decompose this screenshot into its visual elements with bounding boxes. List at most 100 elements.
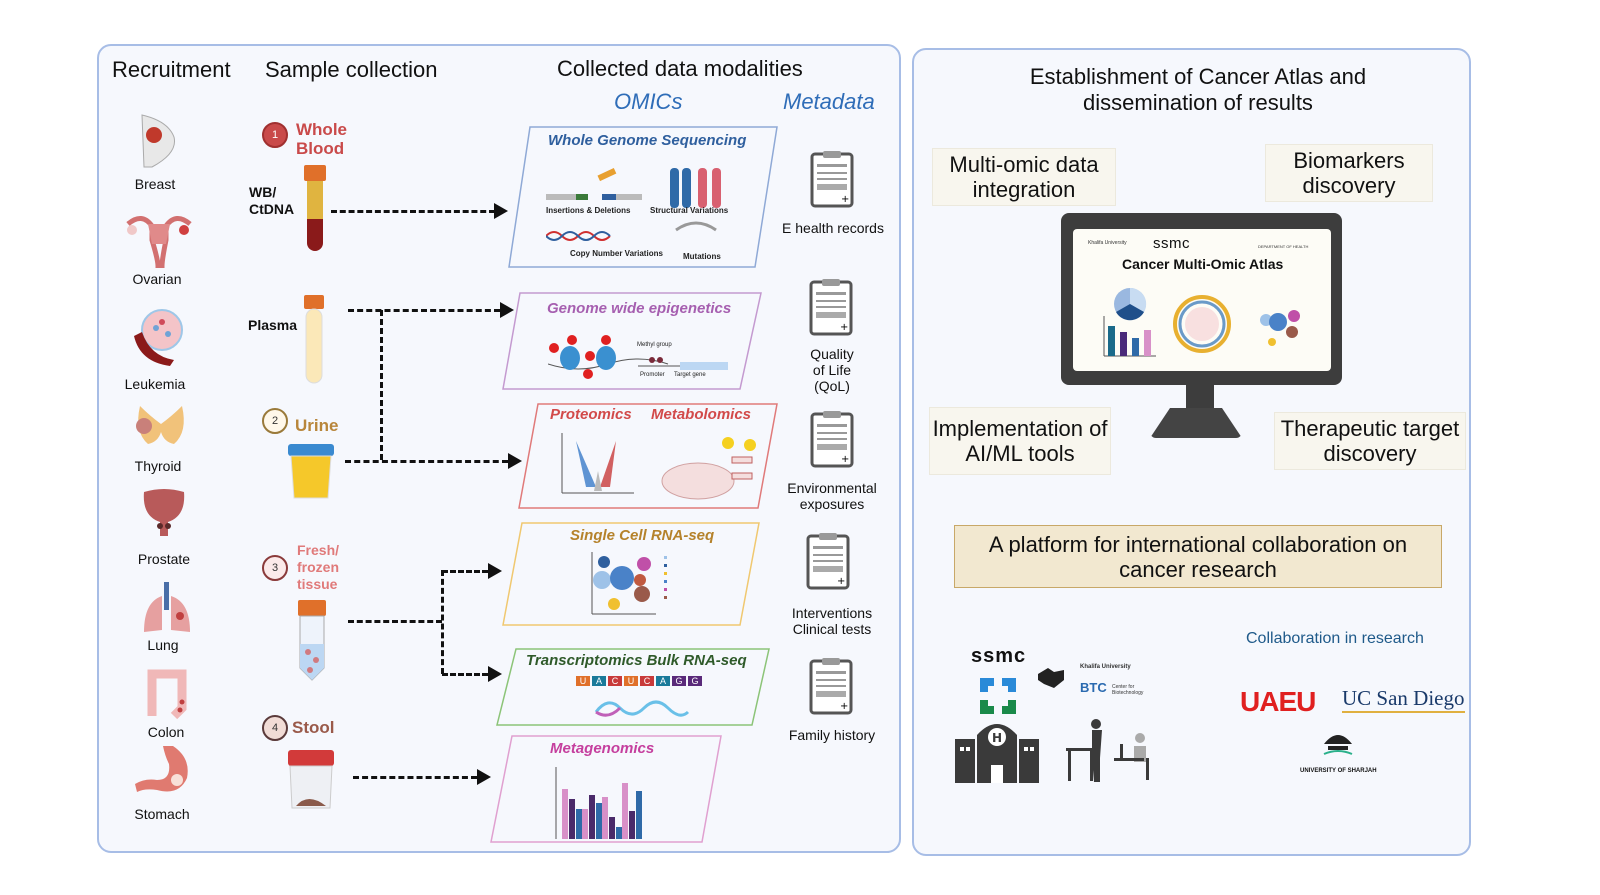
sample-collection-header: Sample collection — [265, 57, 438, 82]
epi-title: Genome wide epigenetics — [547, 300, 732, 317]
organ-label-colon: Colon — [147, 724, 185, 740]
wb-ctdna-label: WB/ CtDNA — [249, 184, 295, 217]
rna-bases: U A C U C A G G — [576, 676, 702, 686]
breast-icon — [141, 114, 176, 168]
sample-whole-blood-label: Whole Blood — [296, 120, 347, 158]
arrow-tissue-scrna — [442, 570, 488, 573]
logo-sharjah: UNIVERSITY OF SHARJAH — [1300, 768, 1377, 774]
omics-header: OMICs — [614, 89, 683, 114]
leukemia-icon — [134, 309, 183, 366]
wgs-title: Whole Genome Sequencing — [548, 132, 747, 149]
urine-cup-icon — [288, 444, 334, 499]
logo-uaeu: UAEU — [1240, 686, 1316, 717]
organ-label-prostate: Prostate — [137, 551, 191, 567]
arrowhead-icon — [500, 302, 514, 318]
sample-number-1: 1 — [262, 122, 288, 148]
sample-tissue-label: Fresh/ frozen tissue — [297, 542, 340, 592]
rna-base: G — [672, 676, 686, 686]
arrowhead-icon — [488, 666, 502, 682]
rna-base: U — [576, 676, 590, 686]
logo-ssmc: ssmc — [971, 645, 1027, 667]
handshake-icon — [1038, 668, 1064, 688]
wgs-indels-label: Insertions & Deletions — [546, 206, 631, 215]
metadata-interventions: Interventions Clinical tests — [791, 605, 873, 637]
connector-tissue — [441, 570, 444, 674]
arrow-stool-meta — [353, 776, 477, 779]
logo-ucsd: UC San Diego — [1342, 686, 1465, 713]
screen-tsne-icon — [1260, 310, 1300, 346]
arrow-plasma-epi — [348, 309, 500, 312]
svg-text:+: + — [841, 454, 849, 465]
monitor-base — [1150, 408, 1242, 438]
rna-base: A — [592, 676, 606, 686]
organ-label-thyroid: Thyroid — [134, 458, 182, 474]
methylation-icon — [548, 335, 728, 379]
arrow-blood-wgs — [331, 210, 495, 213]
sample-number-4: 4 — [262, 715, 288, 741]
clipboard-icon: + — [806, 533, 850, 590]
logo-btc: BTC — [1080, 680, 1107, 695]
screen-circos-icon — [1173, 295, 1231, 353]
metabolomics-title: Metabolomics — [651, 406, 752, 423]
scrna-title: Single Cell RNA-seq — [570, 527, 715, 544]
dna-variants-icon — [546, 168, 721, 241]
epi-methyl-label: Methyl group — [637, 342, 672, 348]
ovary-icon — [126, 216, 192, 268]
logo-ku: Khalifa University — [1080, 664, 1131, 670]
colon-icon — [147, 669, 187, 720]
organ-label-ovarian: Ovarian — [132, 271, 182, 287]
modality-metagenomics: Metagenomics — [490, 735, 722, 843]
rna-base: C — [640, 676, 654, 686]
svg-text:+: + — [840, 701, 848, 712]
svg-text:+: + — [840, 322, 848, 333]
arrowhead-icon — [488, 563, 502, 579]
stool-container-icon — [288, 750, 334, 809]
modality-single-cell: Single Cell RNA-seq — [502, 522, 760, 626]
metadata-family-history: Family history — [788, 727, 876, 743]
metagenomics-title: Metagenomics — [550, 740, 655, 757]
rna-base: U — [624, 676, 638, 686]
logo-btc-sub: Center for Biotechnology — [1112, 684, 1144, 696]
modality-proteomics-metabolomics: Proteomics Metabolomics — [518, 403, 778, 509]
rna-base: A — [656, 676, 670, 686]
monitor-neck — [1186, 385, 1214, 409]
hospital-icon: H — [955, 724, 1039, 783]
bulk-title: Transcriptomics Bulk RNA-seq — [526, 652, 747, 669]
metadata-header: Metadata — [783, 89, 875, 114]
organ-label-stomach: Stomach — [134, 806, 190, 822]
modality-epigenetics: Genome wide epigenetics Methyl group Pro… — [502, 292, 762, 390]
proteomics-title: Proteomics — [550, 406, 632, 423]
arrow-tissue — [348, 620, 442, 623]
sample-number-2: 2 — [262, 408, 288, 434]
clipboard-icon: + — [810, 151, 854, 208]
connector-plasma-urine — [380, 310, 383, 460]
metadata-ehr: E health records — [782, 220, 884, 236]
collab-title: Collaboration in research — [1246, 630, 1424, 647]
screen-logo-doh: DEPARTMENT OF HEALTH — [1258, 244, 1309, 249]
epi-target-label: Target gene — [674, 372, 706, 378]
box-multiomic: Multi-omic data integration — [932, 148, 1116, 206]
screen-logo-ku: Khalifa University — [1088, 240, 1127, 246]
svg-text:+: + — [837, 576, 845, 587]
tissue-tube-icon — [298, 600, 326, 681]
wgs-cnv-label: Copy Number Variations — [570, 249, 663, 258]
svg-text:H: H — [992, 731, 1002, 745]
clipboard-icon: + — [809, 279, 853, 336]
plasma-label: Plasma — [248, 317, 298, 333]
collected-modalities-header: Collected data modalities — [557, 56, 803, 81]
plasma-tube-icon — [304, 295, 324, 384]
clipboard-icon: + — [810, 411, 854, 468]
box-biomarkers: Biomarkers discovery — [1265, 144, 1433, 202]
recruitment-header: Recruitment — [112, 57, 231, 82]
organ-label-leukemia: Leukemia — [124, 376, 186, 392]
organ-label-breast: Breast — [134, 176, 176, 192]
lung-icon — [144, 582, 190, 632]
wgs-sv-label: Structural Variations — [650, 206, 729, 215]
blood-tube-icon — [304, 165, 326, 251]
metabolic-pathway-icon — [661, 437, 756, 500]
wgs-mutations-label: Mutations — [683, 252, 721, 261]
svg-text:+: + — [841, 194, 849, 205]
arrow-tissue-bulk — [442, 673, 488, 676]
screen-bar-pie-chart-icon — [1103, 287, 1156, 357]
modality-bulk-rna: Transcriptomics Bulk RNA-seq U A C U C A… — [496, 648, 770, 726]
